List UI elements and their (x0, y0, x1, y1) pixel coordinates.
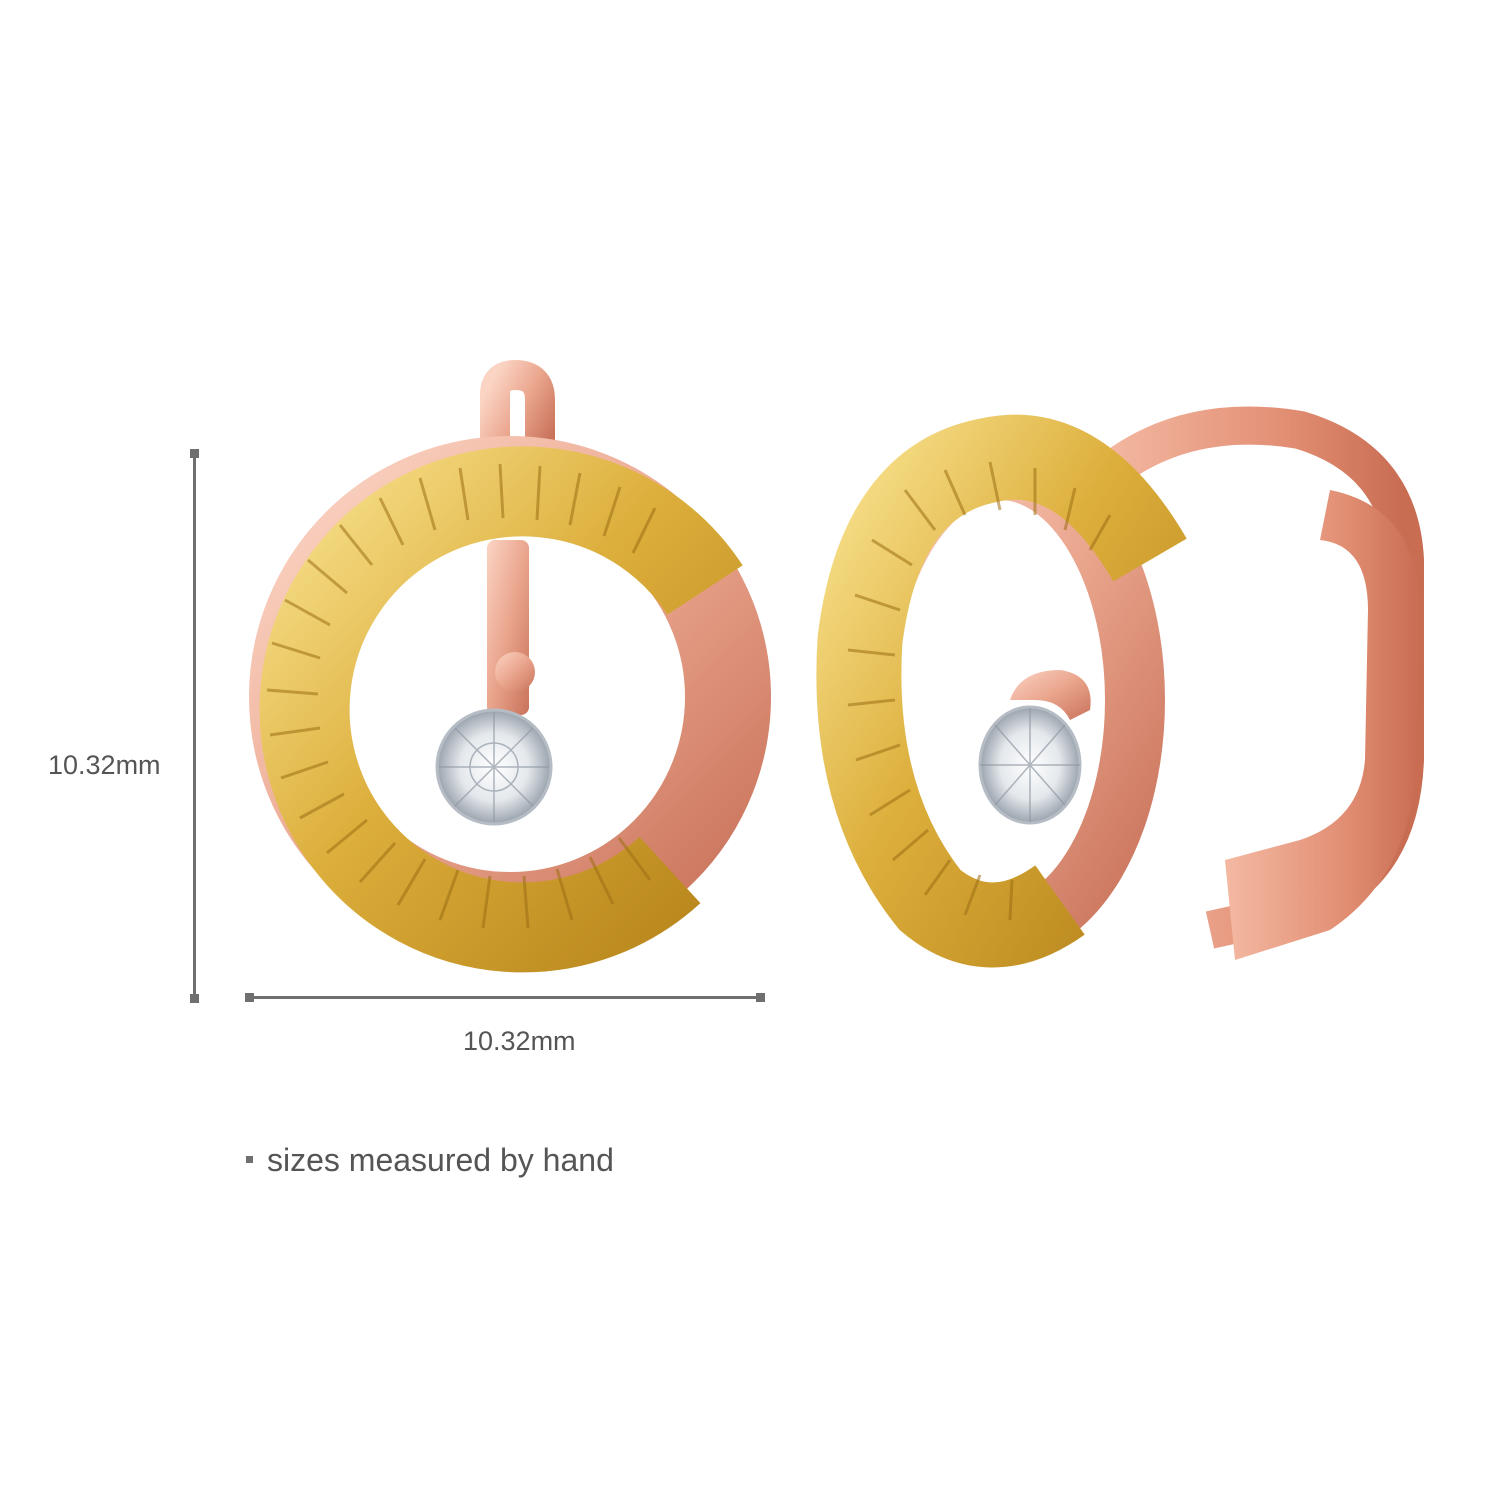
front-view-earring (249, 359, 771, 973)
height-dimension-label: 10.32mm (48, 750, 161, 780)
width-dimension-label: 10.32mm (463, 1026, 576, 1056)
width-dimension-right-cap (756, 993, 765, 1002)
width-dimension-line (249, 996, 761, 999)
bullet-icon (246, 1156, 253, 1164)
height-dimension-bottom-cap (190, 994, 199, 1003)
measurement-note: sizes measured by hand (246, 1142, 614, 1179)
height-dimension-line (193, 453, 196, 998)
side-view-earring (816, 406, 1424, 968)
measurement-note-text: sizes measured by hand (267, 1142, 614, 1178)
